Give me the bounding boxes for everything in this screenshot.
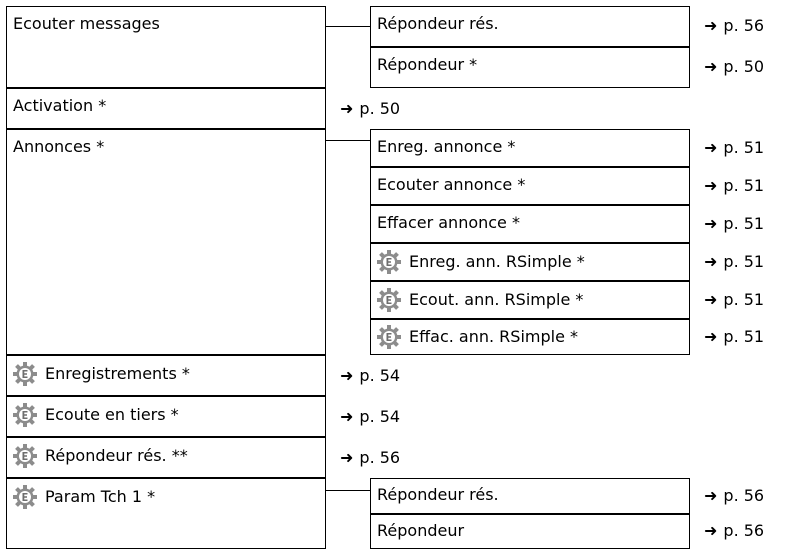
submenu-item-repondeur[interactable]: Répondeur * xyxy=(370,47,690,88)
arrow-right-icon: ➜ xyxy=(704,16,718,35)
expert-mode-gear-icon xyxy=(13,403,37,427)
arrow-right-icon: ➜ xyxy=(704,214,718,233)
submenu-item-repondeur-res-2[interactable]: Répondeur rés. xyxy=(370,478,690,514)
arrow-right-icon: ➜ xyxy=(704,290,718,309)
submenu-item-label: Enreg. annonce * xyxy=(377,137,516,156)
submenu-item-enreg-ann-rsimple[interactable]: Enreg. ann. RSimple * xyxy=(370,243,690,281)
page-number: p. 56 xyxy=(359,448,401,467)
submenu-item-label: Enreg. ann. RSimple * xyxy=(409,252,585,271)
expert-mode-gear-icon xyxy=(377,250,401,274)
arrow-right-icon: ➜ xyxy=(704,252,718,271)
submenu-item-label: Répondeur * xyxy=(377,55,478,74)
expert-mode-gear-icon xyxy=(377,325,401,349)
page-reference[interactable]: ➜ p. 51 xyxy=(704,289,764,311)
arrow-right-icon: ➜ xyxy=(704,327,718,346)
page-reference[interactable]: ➜ p. 50 xyxy=(704,56,764,78)
menu-item-activation[interactable]: Activation * xyxy=(6,88,326,129)
page-reference[interactable]: ➜ p. 56 xyxy=(704,485,764,507)
connector-line xyxy=(326,140,370,141)
submenu-item-label: Ecouter annonce * xyxy=(377,175,526,194)
page-reference[interactable]: ➜ p. 54 xyxy=(340,365,400,387)
page-number: p. 56 xyxy=(723,521,765,540)
menu-item-enregistrements[interactable]: Enregistrements * xyxy=(6,355,326,396)
page-reference[interactable]: ➜ p. 56 xyxy=(704,15,764,37)
page-number: p. 54 xyxy=(359,366,401,385)
menu-item-label: Ecoute en tiers * xyxy=(45,405,179,424)
arrow-right-icon: ➜ xyxy=(704,176,718,195)
page-number: p. 56 xyxy=(723,16,765,35)
menu-item-ecouter-messages[interactable]: Ecouter messages xyxy=(6,6,326,88)
arrow-right-icon: ➜ xyxy=(704,57,718,76)
submenu-item-repondeur-2[interactable]: Répondeur xyxy=(370,514,690,549)
submenu-item-label: Effacer annonce * xyxy=(377,213,520,232)
menu-item-ecoute-en-tiers[interactable]: Ecoute en tiers * xyxy=(6,396,326,437)
page-number: p. 51 xyxy=(723,214,765,233)
menu-item-row: Répondeur rés. ** xyxy=(13,444,188,468)
menu-item-label: Répondeur rés. ** xyxy=(45,446,188,465)
menu-item-label: Activation * xyxy=(13,96,107,115)
menu-item-label: Annonces * xyxy=(13,137,105,156)
page-reference[interactable]: ➜ p. 51 xyxy=(704,213,764,235)
submenu-item-effac-ann-rsimple[interactable]: Effac. ann. RSimple * xyxy=(370,319,690,355)
page-number: p. 54 xyxy=(359,407,401,426)
submenu-item-row: Ecout. ann. RSimple * xyxy=(377,288,583,312)
arrow-right-icon: ➜ xyxy=(340,448,354,467)
menu-item-repondeur-res[interactable]: Répondeur rés. ** xyxy=(6,437,326,478)
page-number: p. 51 xyxy=(723,138,765,157)
page-reference[interactable]: ➜ p. 50 xyxy=(340,98,400,120)
submenu-item-effacer-annonce[interactable]: Effacer annonce * xyxy=(370,205,690,243)
arrow-right-icon: ➜ xyxy=(340,407,354,426)
menu-item-row: Param Tch 1 * xyxy=(13,485,155,509)
page-number: p. 51 xyxy=(723,290,765,309)
page-reference[interactable]: ➜ p. 51 xyxy=(704,251,764,273)
submenu-item-repondeur-res[interactable]: Répondeur rés. xyxy=(370,6,690,47)
connector-line xyxy=(326,26,370,27)
submenu-item-row: Effac. ann. RSimple * xyxy=(377,325,578,349)
expert-mode-gear-icon xyxy=(13,362,37,386)
page-reference[interactable]: ➜ p. 56 xyxy=(340,447,400,469)
submenu-item-ecout-ann-rsimple[interactable]: Ecout. ann. RSimple * xyxy=(370,281,690,319)
page-reference[interactable]: ➜ p. 51 xyxy=(704,137,764,159)
submenu-item-label: Répondeur xyxy=(377,521,465,540)
menu-item-param-tch-1[interactable]: Param Tch 1 * xyxy=(6,478,326,549)
menu-item-annonces[interactable]: Annonces * xyxy=(6,129,326,355)
expert-mode-gear-icon xyxy=(13,444,37,468)
connector-line xyxy=(326,490,370,491)
arrow-right-icon: ➜ xyxy=(704,521,718,540)
submenu-item-label: Ecout. ann. RSimple * xyxy=(409,290,584,309)
page-reference[interactable]: ➜ p. 54 xyxy=(340,406,400,428)
arrow-right-icon: ➜ xyxy=(340,99,354,118)
page-number: p. 56 xyxy=(723,486,765,505)
submenu-item-row: Enreg. ann. RSimple * xyxy=(377,250,585,274)
page-reference[interactable]: ➜ p. 51 xyxy=(704,175,764,197)
page-number: p. 51 xyxy=(723,176,765,195)
submenu-item-label: Répondeur rés. xyxy=(377,14,499,33)
expert-mode-gear-icon xyxy=(13,485,37,509)
page-number: p. 51 xyxy=(723,327,765,346)
arrow-right-icon: ➜ xyxy=(340,366,354,385)
page-number: p. 50 xyxy=(723,57,765,76)
page-number: p. 50 xyxy=(359,99,401,118)
menu-item-label: Ecouter messages xyxy=(13,14,160,33)
submenu-item-ecouter-annonce[interactable]: Ecouter annonce * xyxy=(370,167,690,205)
menu-item-label: Enregistrements * xyxy=(45,364,190,383)
submenu-item-enreg-annonce[interactable]: Enreg. annonce * xyxy=(370,129,690,167)
menu-item-row: Ecoute en tiers * xyxy=(13,403,179,427)
page-reference[interactable]: ➜ p. 51 xyxy=(704,326,764,348)
page-number: p. 51 xyxy=(723,252,765,271)
submenu-item-label: Effac. ann. RSimple * xyxy=(409,327,578,346)
arrow-right-icon: ➜ xyxy=(704,486,718,505)
page-reference[interactable]: ➜ p. 56 xyxy=(704,520,764,542)
arrow-right-icon: ➜ xyxy=(704,138,718,157)
expert-mode-gear-icon xyxy=(377,288,401,312)
menu-item-label: Param Tch 1 * xyxy=(45,487,156,506)
menu-item-row: Enregistrements * xyxy=(13,362,190,386)
submenu-item-label: Répondeur rés. xyxy=(377,485,499,504)
